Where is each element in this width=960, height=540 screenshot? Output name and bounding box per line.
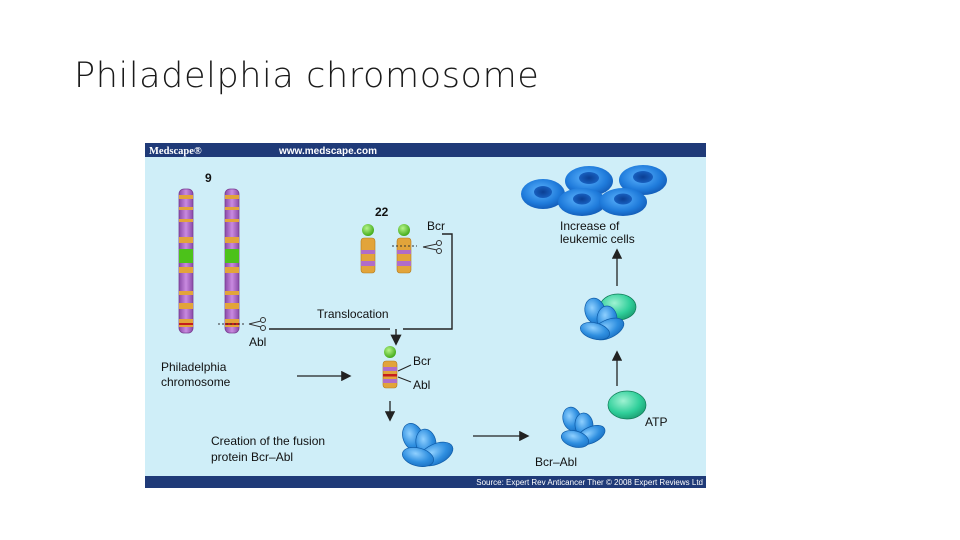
slide-title: Philadelphia chromosome [74, 56, 540, 96]
leukemic-cell [558, 188, 606, 216]
medscape-url: www.medscape.com [278, 146, 377, 157]
philadelphia-chromosome [382, 346, 398, 389]
translocation-label: Translocation [317, 307, 389, 321]
atp-molecule [607, 390, 647, 420]
medscape-brand: Medscape® [149, 146, 202, 157]
chromosome-22-label: 22 [375, 205, 389, 219]
figure-header: Medscape® www.medscape.com [145, 143, 706, 157]
source-credit: Source: Expert Rev Anticancer Ther © 200… [476, 478, 703, 487]
chromosome-9-left [178, 188, 194, 334]
scissors-icon-bcr [392, 240, 442, 254]
chromosome-22-left [360, 224, 376, 274]
abl-label-fusion: Abl [413, 378, 430, 392]
chromosome-9-right [224, 188, 240, 334]
bcr-label-top: Bcr [427, 219, 445, 233]
figure-footer: Source: Expert Rev Anticancer Ther © 200… [145, 476, 706, 488]
chromosome-9-label: 9 [205, 171, 212, 185]
increase-label-line1: Increase of [560, 219, 620, 233]
atp-label: ATP [645, 415, 667, 429]
leukemic-cells [521, 165, 667, 216]
philadelphia-label-line2: chromosome [161, 375, 231, 389]
increase-label-line2: leukemic cells [560, 232, 635, 246]
scissors-icon-abl [218, 317, 266, 331]
bcr-abl-protein [560, 406, 606, 448]
bcr-abl-protein-fusion [402, 423, 454, 467]
abl-label-left: Abl [249, 335, 266, 349]
philadelphia-diagram: Medscape® www.medscape.com Source: Exper… [145, 143, 706, 488]
chromosome-22-right [396, 224, 412, 274]
leukemic-cell [599, 188, 647, 216]
bcr-abl-label: Bcr–Abl [535, 455, 577, 469]
leukemic-cell [619, 165, 667, 195]
bcr-label-fusion: Bcr [413, 354, 431, 368]
fusion-label-line1: Creation of the fusion [211, 434, 325, 448]
bcr-abl-atp-complex [580, 293, 637, 341]
fusion-label-line2: protein Bcr–Abl [211, 450, 293, 464]
leukemic-cell [521, 179, 565, 209]
translocation-connector [269, 233, 453, 346]
philadelphia-label-line1: Philadelphia [161, 360, 227, 374]
